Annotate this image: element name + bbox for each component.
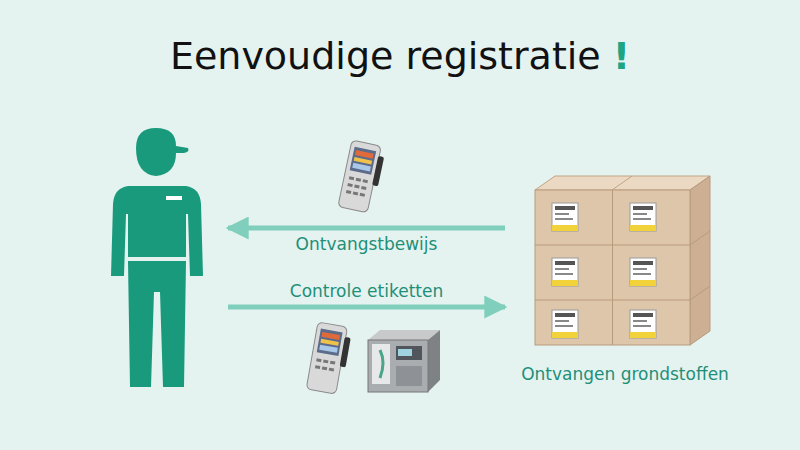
node-caption: Ontvangen grondstoffen (521, 364, 729, 384)
box-label (630, 258, 656, 286)
title: Eenvoudige registratie (170, 34, 601, 78)
edge-label: Controle etiketten (286, 281, 447, 301)
title-row: Eenvoudige registratie! (0, 34, 800, 78)
handheld-scanner (306, 322, 352, 395)
box-label (630, 203, 656, 231)
boxes-stack (535, 176, 710, 345)
box-label (630, 310, 656, 338)
worker-figure (111, 128, 203, 387)
worker-node (110, 125, 225, 390)
exclamation-mark: ! (613, 34, 630, 78)
materials-node: Ontvangen grondstoffen (505, 172, 745, 384)
edge-label: Ontvangstbewijs (292, 234, 442, 254)
flow-arrow (228, 305, 505, 310)
handheld-scanner (338, 140, 386, 214)
flow-arrow (228, 226, 505, 231)
box-label (552, 258, 578, 286)
box-label (552, 310, 578, 338)
box-label (552, 203, 578, 231)
label-printer (368, 330, 440, 392)
